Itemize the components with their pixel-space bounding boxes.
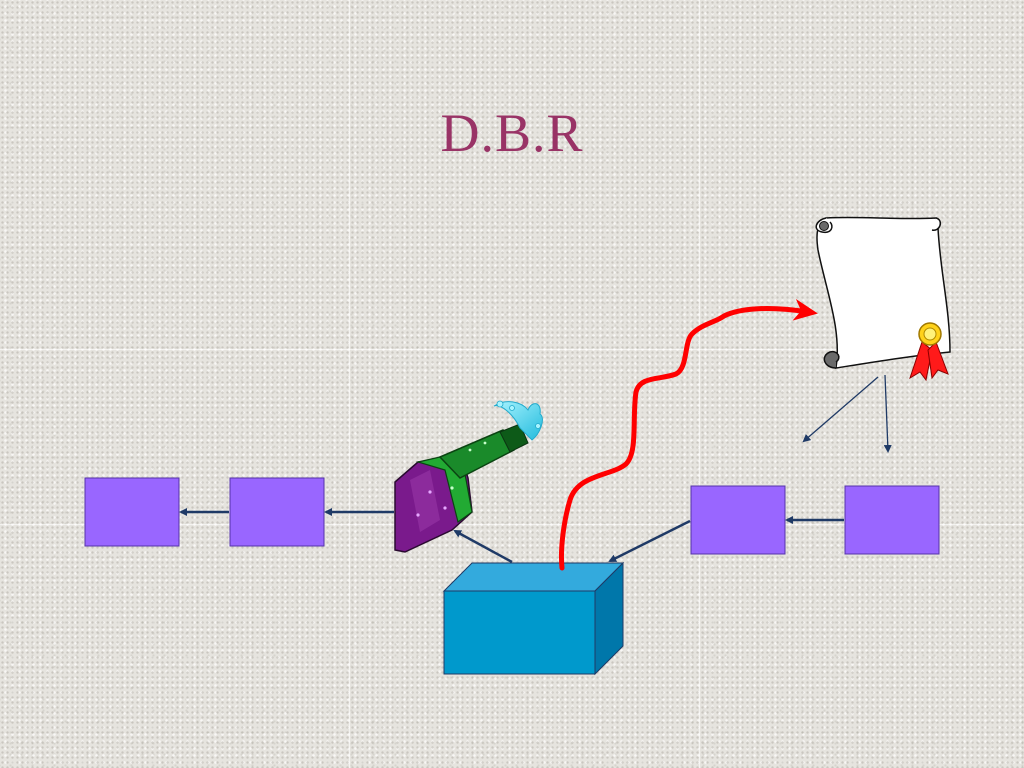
- background-tile-seam: [699, 0, 700, 768]
- award-certificate-scroll-icon: [815, 216, 951, 382]
- process-box-right-2: [844, 485, 940, 555]
- arrow-rightbox1-to-cube: [608, 519, 691, 563]
- slide-title: D.B.R: [440, 103, 584, 163]
- arrow-cube-to-bottle: [453, 529, 513, 564]
- process-box-left-1: [84, 477, 180, 547]
- background-tile-seam: [0, 524, 1024, 525]
- rope-curve-arrow: [559, 298, 818, 571]
- process-box-left-2: [229, 477, 325, 547]
- background-tile-seam: [0, 349, 1024, 350]
- process-box-right-1: [690, 485, 786, 555]
- champagne-bottle-icon: [394, 400, 543, 553]
- buffer-cube: [442, 561, 625, 676]
- arrow-certificate-diagonal: [802, 376, 879, 443]
- arrow-certificate-down: [883, 374, 892, 453]
- background-tile-seam: [349, 0, 350, 768]
